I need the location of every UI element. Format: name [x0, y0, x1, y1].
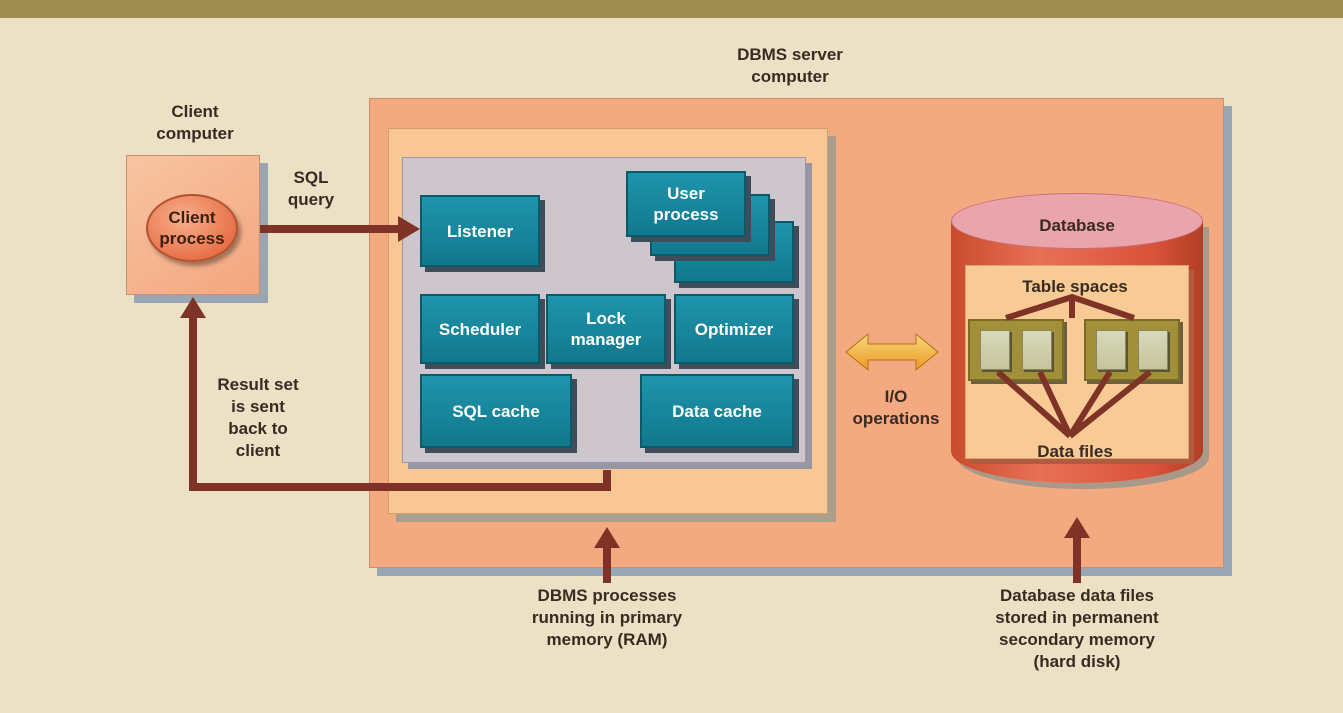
sql-query-arrow: [260, 216, 420, 242]
sql-query-label: SQL query: [287, 168, 335, 209]
client-title: Client computer: [156, 102, 234, 143]
disk-pointer-arrow: [1064, 517, 1090, 583]
scheduler-box: Scheduler: [420, 294, 540, 364]
data-cache-box: Data cache: [640, 374, 794, 448]
data-file-icon: [1096, 330, 1126, 370]
optimizer-box: Optimizer: [674, 294, 794, 364]
io-operations-label: I/O operations: [852, 387, 940, 428]
sql-cache-box: SQL cache: [420, 374, 572, 448]
data-files-label: Data files: [1037, 442, 1113, 461]
database-cylinder-top: [951, 193, 1203, 249]
data-file-icon: [1022, 330, 1052, 370]
user-process-box: User process: [626, 171, 746, 237]
data-file-links: [996, 369, 1152, 439]
tablespace-right: [1084, 319, 1180, 381]
result-set-label: Result set is sent back to client: [217, 375, 299, 460]
ram-pointer-arrow: [594, 527, 620, 583]
disk-caption: Database data files stored in permanent …: [995, 586, 1159, 671]
server-title: DBMS server computer: [737, 45, 843, 86]
data-file-icon: [980, 330, 1010, 370]
ram-caption: DBMS processes running in primary memory…: [531, 586, 683, 649]
tablespace-left: [968, 319, 1064, 381]
table-spaces-label: Table spaces: [1022, 277, 1128, 296]
data-file-icon: [1138, 330, 1168, 370]
database-title: Database: [1039, 216, 1115, 235]
lock-manager-box: Lock manager: [546, 294, 666, 364]
result-set-arrow: [180, 297, 611, 491]
listener-box: Listener: [420, 195, 540, 267]
database-cylinder: Database: [951, 193, 1203, 483]
io-double-arrow: [845, 332, 939, 372]
table-space-links: [1005, 293, 1135, 321]
top-banner: [0, 0, 1343, 18]
client-process-oval: Client process: [146, 194, 238, 262]
client-computer-box: Client process: [126, 155, 260, 295]
